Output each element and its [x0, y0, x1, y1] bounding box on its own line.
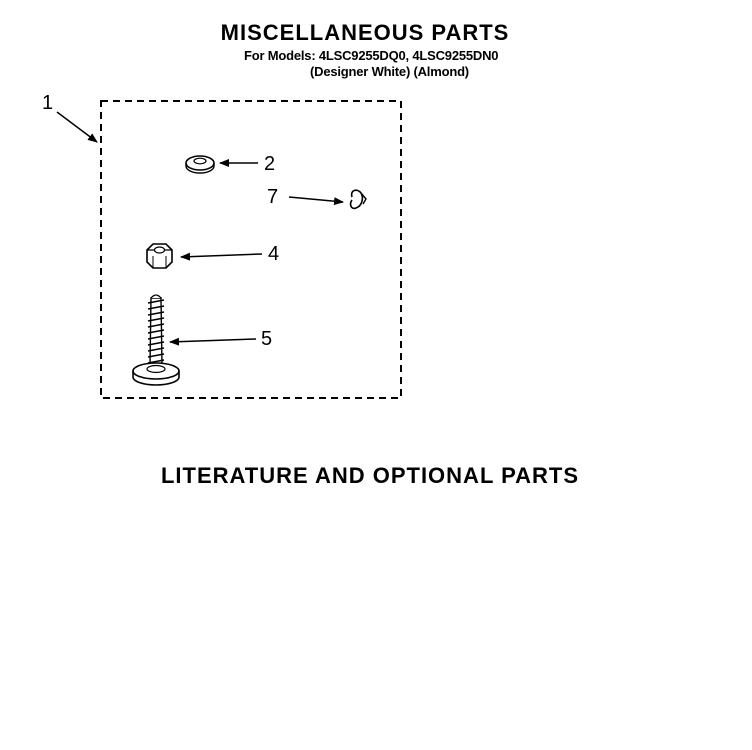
colors-subtitle: (Designer White) (Almond) — [310, 64, 469, 79]
clip-icon — [349, 189, 367, 210]
literature-section-title: LITERATURE AND OPTIONAL PARTS — [160, 463, 580, 488]
models-subtitle: For Models: 4LSC9255DQ0, 4LSC9255DN0 — [244, 48, 499, 63]
callout-7: 7 — [267, 186, 279, 208]
leader-5 — [169, 337, 257, 346]
leader-4 — [180, 252, 263, 261]
hex-nut-icon — [146, 243, 173, 269]
callout-4: 4 — [268, 243, 280, 265]
screw-icon — [132, 294, 180, 386]
leader-7 — [288, 196, 344, 206]
callout-2: 2 — [264, 153, 276, 175]
kit-box — [100, 100, 402, 399]
washer-icon — [185, 155, 215, 174]
leader-1 — [56, 111, 98, 143]
callout-5: 5 — [261, 328, 273, 350]
page-title: MISCELLANEOUS PARTS — [220, 20, 510, 45]
callout-1: 1 — [42, 92, 54, 114]
